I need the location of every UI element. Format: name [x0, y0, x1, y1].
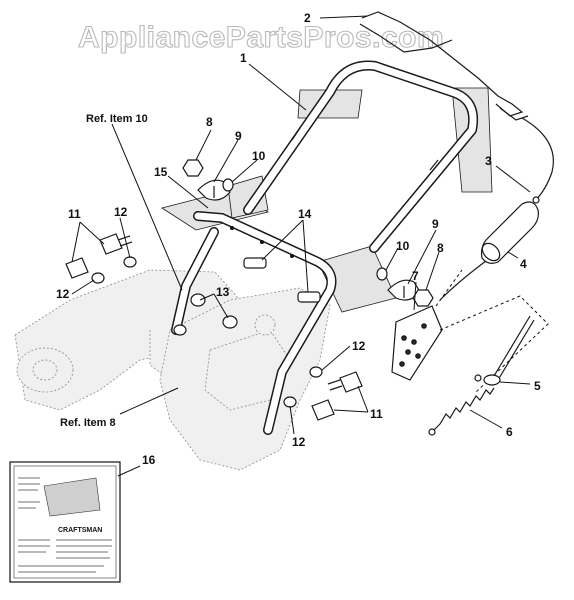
shoulder-bolt	[297, 291, 321, 303]
callout-2: 2	[304, 11, 311, 25]
callout-4: 4	[520, 257, 527, 271]
lower-handle	[171, 211, 337, 435]
lock-washer	[123, 256, 137, 268]
watermark-text: AppliancePartsPros.com	[78, 21, 444, 54]
callout-5: 5	[534, 379, 541, 393]
washer-lower	[376, 267, 388, 281]
handle-hole-icon	[260, 240, 264, 244]
spacer	[173, 324, 187, 336]
owners-manual: CRAFTSMAN	[9, 461, 121, 583]
lock-washer	[283, 396, 297, 408]
spring-clip	[483, 315, 535, 386]
lock-washer	[91, 272, 105, 284]
callout-14: 14	[298, 207, 312, 221]
carriage-bolt	[311, 399, 335, 421]
ref-item-10-label: Ref. Item 10	[86, 113, 148, 125]
handle-hole-icon	[230, 226, 234, 230]
callout-1: 1	[240, 51, 247, 65]
callout-12: 12	[352, 339, 366, 353]
callout-12: 12	[114, 205, 128, 219]
callout-8: 8	[437, 241, 444, 255]
callout-12: 12	[56, 287, 70, 301]
callout-15: 15	[154, 165, 168, 179]
engine-housing-ghost	[159, 287, 331, 471]
leader-lines	[71, 15, 531, 477]
washer-upper	[222, 178, 234, 192]
handle-hole-icon	[290, 254, 294, 258]
hex-nut-lower	[412, 289, 434, 307]
assembly-guide-line	[435, 269, 463, 307]
callout-10: 10	[396, 239, 410, 253]
control-bail	[359, 11, 529, 121]
handle-shade-panel-left	[227, 175, 269, 219]
callouts: 1 2 3 4 5 6 7 8 8 9 9 10 10 11 11 12 12 …	[56, 11, 541, 467]
carriage-bolt	[327, 371, 363, 393]
callout-12: 12	[292, 435, 306, 449]
callout-10: 10	[252, 149, 266, 163]
carriage-bolt	[65, 257, 89, 279]
callout-11: 11	[68, 207, 81, 221]
shoulder-bolt	[243, 257, 267, 269]
upper-handle	[243, 60, 478, 253]
cable-housing	[480, 201, 539, 264]
handle-knob-left	[197, 179, 231, 201]
spacer	[190, 293, 206, 307]
callout-6: 6	[506, 425, 513, 439]
control-cable	[439, 117, 554, 301]
assembly-guide-line	[439, 295, 549, 393]
manual-brand: CRAFTSMAN	[58, 527, 102, 534]
callout-7: 7	[412, 269, 419, 283]
callout-9: 9	[432, 217, 439, 231]
handle-shade-panel-right	[451, 87, 493, 193]
lock-washer	[309, 366, 323, 378]
callout-13: 13	[216, 285, 230, 299]
callout-16: 16	[142, 453, 156, 467]
extension-spring	[428, 374, 495, 436]
callout-9: 9	[235, 129, 242, 143]
callout-3: 3	[485, 154, 492, 168]
spacer	[222, 315, 238, 329]
adjust-plate	[391, 305, 443, 381]
callout-11: 11	[370, 407, 383, 421]
ref-item-8-label: Ref. Item 8	[60, 417, 116, 429]
hex-nut-upper	[182, 159, 204, 177]
carriage-bolt	[99, 233, 133, 255]
callout-8: 8	[206, 115, 213, 129]
